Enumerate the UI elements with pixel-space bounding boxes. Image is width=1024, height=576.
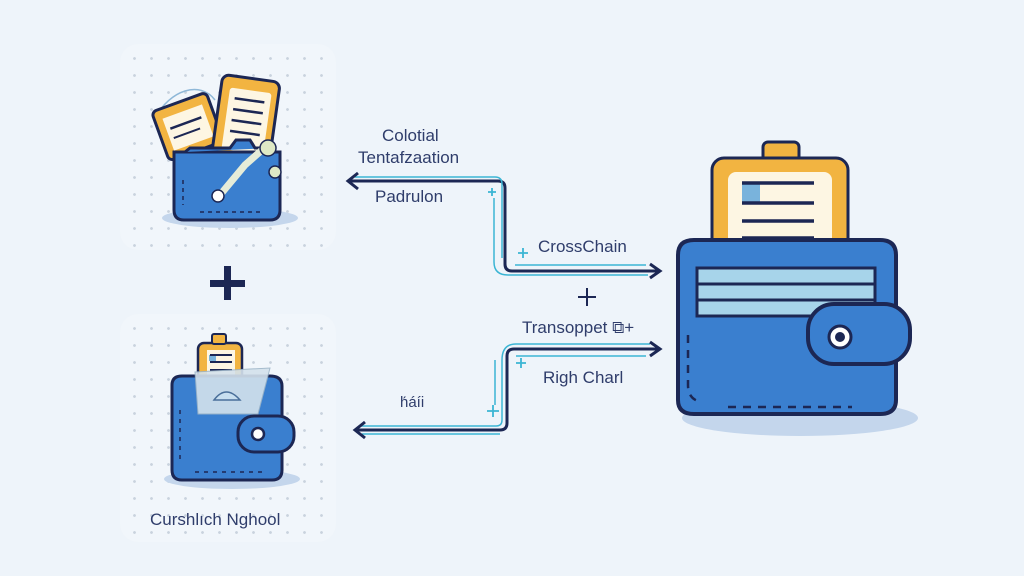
label-top-line1: Colotial [382,126,439,145]
large-wallet-with-document-icon [676,140,918,436]
arrow-connector-top [345,171,663,280]
plus-icon [210,266,245,300]
label-top-below: Padrulon [375,187,444,206]
label-top-line2: Tentafzaation [358,148,460,167]
arrow-connector-bottom [352,340,663,440]
label-crosschain: CrossChain [538,237,627,256]
label-bottom-caption: Curshlıch Nghool [150,510,281,529]
label-bottom-left: h́áíi [400,394,425,411]
label-transport: Transoppet ⧉+ [522,318,635,337]
wallet-with-documents-icon [151,73,298,228]
small-plus-icon [578,288,596,306]
wallet-with-document-icon [164,333,300,489]
label-right-chain: Righ Charl [543,368,624,387]
